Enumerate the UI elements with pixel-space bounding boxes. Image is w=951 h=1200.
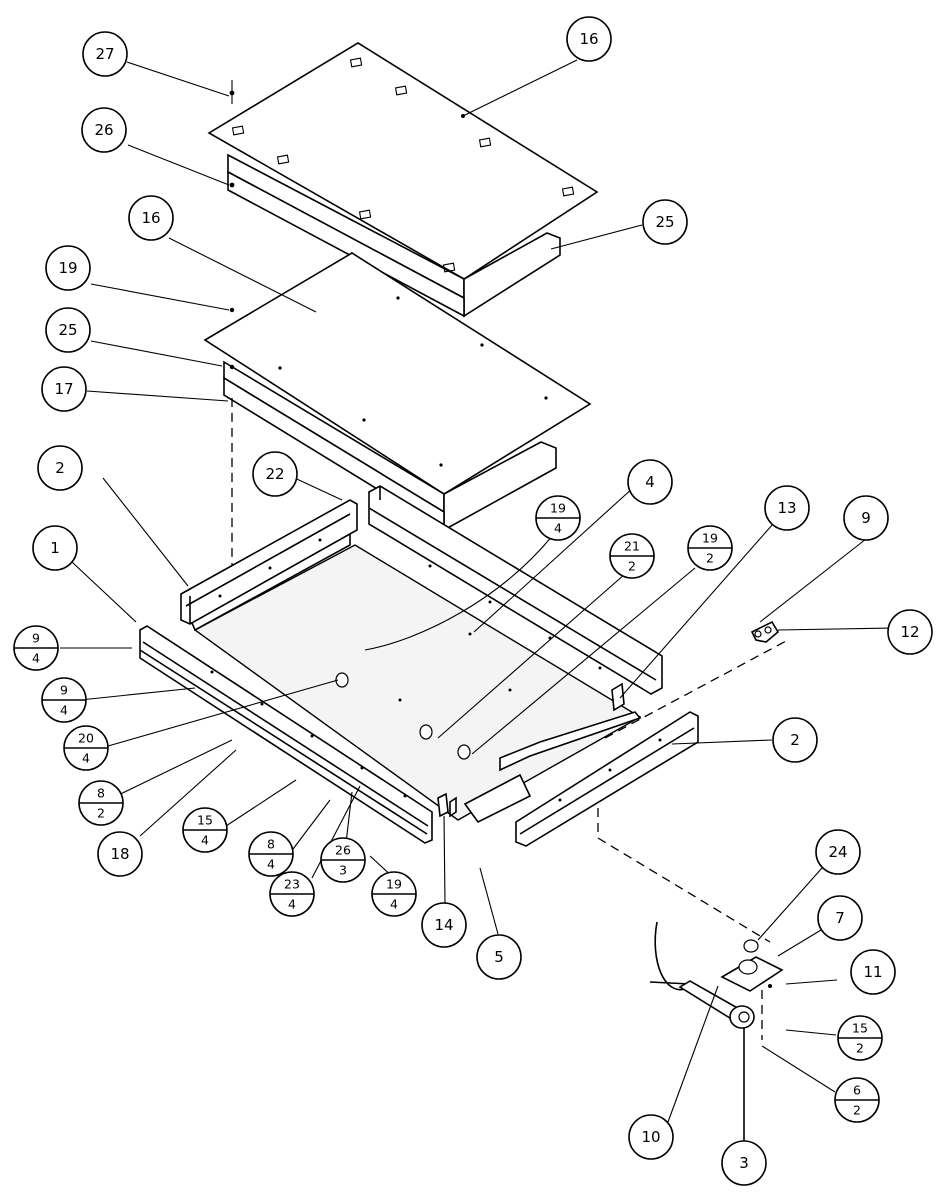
svg-text:9: 9 (861, 509, 871, 527)
svg-text:11: 11 (863, 963, 882, 981)
callout-2-right: 2 (772, 717, 818, 763)
callout-19-top: 19 (45, 245, 91, 291)
svg-text:4: 4 (32, 651, 40, 666)
svg-text:16: 16 (141, 209, 160, 227)
svg-text:18: 18 (110, 845, 129, 863)
svg-text:8: 8 (97, 786, 105, 801)
svg-text:10: 10 (641, 1128, 660, 1146)
svg-text:3: 3 (339, 863, 347, 878)
callout-2-left: 2 (37, 445, 83, 491)
callout-8-4: 84 (248, 831, 294, 877)
svg-text:16: 16 (579, 30, 598, 48)
callout-25-top: 25 (642, 199, 688, 245)
svg-text:19: 19 (702, 531, 718, 546)
callout-17: 17 (41, 366, 87, 412)
svg-text:25: 25 (58, 321, 77, 339)
callout-27: 27 (82, 31, 128, 77)
svg-text:23: 23 (284, 877, 300, 892)
callout-8-2: 82 (78, 780, 124, 826)
svg-text:15: 15 (197, 813, 213, 828)
svg-text:1: 1 (50, 539, 60, 557)
callout-19-4-lower: 194 (371, 871, 417, 917)
base-frame (139, 485, 699, 847)
callout-26-3: 263 (320, 837, 366, 883)
svg-text:19: 19 (550, 501, 566, 516)
svg-text:26: 26 (335, 843, 351, 858)
callout-6-2: 62 (834, 1077, 880, 1123)
callout-20-4: 204 (63, 725, 109, 771)
callout-22: 22 (252, 451, 298, 497)
svg-text:4: 4 (201, 833, 209, 848)
callout-25-middle: 25 (45, 307, 91, 353)
callout-23-4: 234 (269, 871, 315, 917)
svg-text:22: 22 (265, 465, 284, 483)
svg-text:9: 9 (60, 683, 68, 698)
caster-assembly (649, 921, 784, 1148)
svg-text:2: 2 (55, 459, 65, 477)
svg-text:21: 21 (624, 539, 640, 554)
callout-9: 9 (843, 495, 889, 541)
svg-text:9: 9 (32, 631, 40, 646)
svg-text:25: 25 (655, 213, 674, 231)
svg-text:6: 6 (853, 1083, 861, 1098)
svg-text:5: 5 (494, 948, 504, 966)
callout-19-2: 192 (687, 525, 733, 571)
callout-15-4: 154 (182, 807, 228, 853)
callout-3: 3 (721, 1140, 767, 1186)
svg-text:4: 4 (554, 521, 562, 536)
svg-text:2: 2 (97, 806, 105, 821)
svg-text:8: 8 (267, 837, 275, 852)
svg-text:12: 12 (900, 623, 919, 641)
svg-text:3: 3 (739, 1154, 749, 1172)
callout-16-middle: 16 (128, 195, 174, 241)
svg-text:15: 15 (852, 1021, 868, 1036)
callout-13: 13 (764, 485, 810, 531)
svg-text:4: 4 (267, 857, 275, 872)
svg-text:2: 2 (856, 1041, 864, 1056)
svg-text:7: 7 (835, 909, 845, 927)
svg-text:4: 4 (60, 703, 68, 718)
callout-15-2: 152 (837, 1015, 883, 1061)
svg-text:14: 14 (434, 916, 453, 934)
svg-text:4: 4 (645, 473, 655, 491)
svg-text:2: 2 (706, 551, 714, 566)
callout-16-top: 16 (566, 16, 612, 62)
callout-1: 1 (32, 525, 78, 571)
svg-text:20: 20 (78, 731, 94, 746)
callout-5: 5 (476, 934, 522, 980)
callout-7: 7 (817, 895, 863, 941)
svg-text:2: 2 (853, 1103, 861, 1118)
top-panel (207, 42, 599, 318)
callout-21-2: 212 (609, 533, 655, 579)
svg-text:19: 19 (58, 259, 77, 277)
callout-18: 18 (97, 831, 143, 877)
callout-26-top: 26 (81, 107, 127, 153)
svg-text:4: 4 (288, 897, 296, 912)
svg-text:24: 24 (828, 843, 847, 861)
callout-9-4-lower: 94 (41, 677, 87, 723)
svg-text:17: 17 (54, 380, 73, 398)
svg-text:26: 26 (94, 121, 113, 139)
svg-text:13: 13 (777, 499, 796, 517)
svg-text:19: 19 (386, 877, 402, 892)
svg-text:4: 4 (82, 751, 90, 766)
svg-text:2: 2 (628, 559, 636, 574)
callout-12: 12 (887, 609, 933, 655)
callout-19-4-upper: 194 (535, 495, 581, 541)
callout-14: 14 (421, 902, 467, 948)
svg-text:4: 4 (390, 897, 398, 912)
callout-11: 11 (850, 949, 896, 995)
callout-24: 24 (815, 829, 861, 875)
latch-hardware (750, 620, 780, 643)
callout-4: 4 (627, 459, 673, 505)
callout-10: 10 (628, 1114, 674, 1160)
callout-9-4-upper: 94 (13, 625, 59, 671)
svg-text:2: 2 (790, 731, 800, 749)
svg-text:27: 27 (95, 45, 114, 63)
